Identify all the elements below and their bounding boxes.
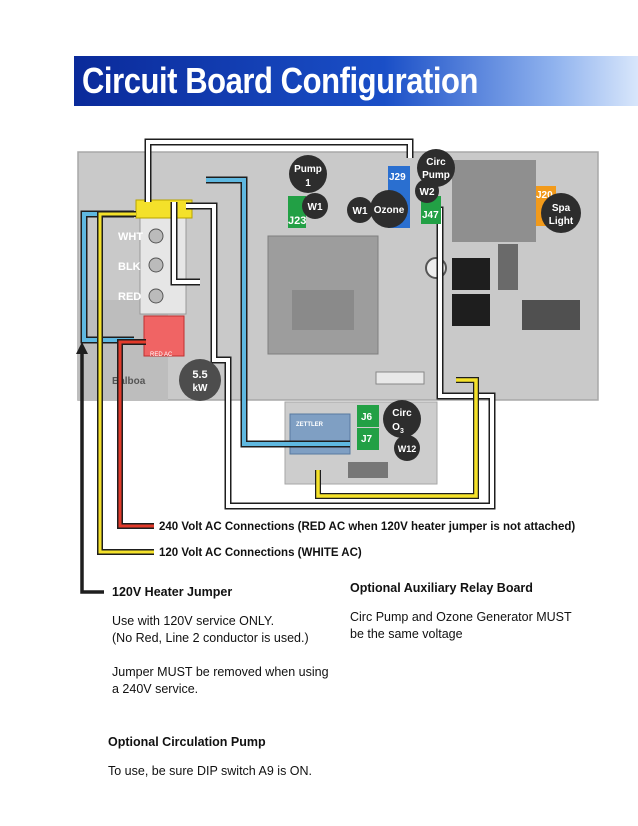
- circ-pump-body: To use, be sure DIP switch A9 is ON.: [108, 764, 313, 778]
- connector-j6: [357, 405, 379, 427]
- label-j47: J47: [422, 210, 439, 221]
- aux-terminal: [348, 462, 388, 478]
- badge-w12: [394, 435, 420, 461]
- rj-port-lower: [452, 294, 490, 326]
- relay-brand-label: ZETTLER: [296, 422, 324, 428]
- label-ozone: Ozone: [374, 205, 405, 216]
- badge-w1-ozone: [347, 197, 373, 223]
- terminal-screw-blk: [148, 257, 164, 273]
- label-circ-pump-line1: Circ: [426, 157, 446, 168]
- ic-chip: [522, 300, 580, 330]
- label-j6: J6: [361, 412, 373, 423]
- terminal-label-red: RED: [118, 291, 141, 303]
- badge-ozone: [370, 190, 408, 228]
- label-j20: J20: [536, 190, 553, 201]
- label-spa-light-line2: Light: [549, 216, 574, 227]
- label-circ-o3-subscript: 3: [400, 428, 404, 435]
- label-j7: J7: [361, 434, 373, 445]
- terminal-screw-red: [148, 288, 164, 304]
- badge-circ-pump: [417, 149, 455, 187]
- label-w2: W2: [420, 187, 435, 198]
- label-j23: J23: [288, 215, 306, 227]
- section-circ-pump: Optional Circulation Pump To use, be sur…: [108, 734, 408, 780]
- leader-120v-core: [98, 212, 154, 554]
- label-circ-o3-line1: Circ: [392, 408, 412, 419]
- page-title: Circuit Board Configuration: [82, 60, 479, 101]
- rj-port-upper: [452, 258, 490, 290]
- terminal-label-blk: BLK: [118, 261, 141, 273]
- wire-white-top-core: [146, 140, 412, 202]
- label-w12: W12: [398, 444, 417, 454]
- label-heater-rating-unit: kW: [193, 383, 209, 394]
- red-ac-block: [143, 315, 185, 357]
- brand-mark: Balboa: [112, 376, 146, 387]
- heater-jumper-title: 120V Heater Jumper: [112, 585, 233, 599]
- caption-240v: 240 Volt AC Connections (RED AC when 120…: [159, 521, 575, 533]
- badge-pump1: [289, 155, 327, 193]
- title-banner: Circuit Board Configuration: [74, 56, 638, 106]
- label-spa-light-line1: Spa: [552, 203, 571, 214]
- label-w1-ozone: W1: [353, 206, 368, 217]
- relay-block: [452, 160, 536, 242]
- badge-w2: [415, 179, 439, 203]
- heater-jumper-block: [135, 199, 193, 219]
- section-heater-jumper: 120V Heater Jumper Use with 120V service…: [112, 584, 342, 698]
- connector-j7: [357, 428, 379, 450]
- label-j29: J29: [389, 172, 406, 183]
- zettler-relay: [289, 413, 351, 455]
- wire-yellow-aux-core: [316, 378, 478, 498]
- circ-pump-title: Optional Circulation Pump: [108, 735, 266, 749]
- heater-jumper-body: Use with 120V service ONLY. (No Red, Lin…: [112, 614, 329, 696]
- label-w1-pump: W1: [308, 202, 323, 213]
- wire-white-inner-core: [172, 202, 200, 284]
- label-pump1-line1: Pump: [294, 164, 322, 175]
- label-pump1-line2: 1: [305, 178, 311, 189]
- label-circ-o3-line2: O3: [392, 422, 404, 435]
- badge-circ-o3: [383, 400, 421, 438]
- badge-heater-rating: [179, 359, 221, 401]
- label-heater-rating-value: 5.5: [192, 369, 207, 381]
- ic-chip-small: [498, 244, 518, 290]
- connector-j23: [288, 196, 306, 228]
- leader-heater-jumper: [80, 348, 104, 594]
- section-aux-relay: Optional Auxiliary Relay Board Circ Pump…: [350, 580, 610, 643]
- label-circ-o3-letter: O: [392, 422, 400, 433]
- dip-switch: [375, 371, 425, 385]
- red-ac-label: RED AC: [150, 352, 173, 358]
- aux-relay-body: Circ Pump and Ozone Generator MUST be th…: [350, 610, 572, 641]
- connector-j47: [421, 196, 441, 224]
- badge-spa-light: [541, 193, 581, 233]
- wire-blue-aux-core: [206, 178, 350, 446]
- wire-white-loop-core: [186, 204, 230, 378]
- terminal-screw-wht: [148, 228, 164, 244]
- label-circ-pump-line2: Pump: [422, 170, 450, 181]
- aux-relay-title: Optional Auxiliary Relay Board: [350, 581, 533, 595]
- leader-240v-core: [118, 340, 154, 528]
- badge-w1-pump: [302, 193, 328, 219]
- leader-heater-jumper-arrow: [76, 342, 88, 354]
- caption-120v: 120 Volt AC Connections (WHITE AC): [159, 547, 362, 559]
- terminal-label-wht: WHT: [118, 231, 143, 243]
- transformer-core: [292, 290, 354, 330]
